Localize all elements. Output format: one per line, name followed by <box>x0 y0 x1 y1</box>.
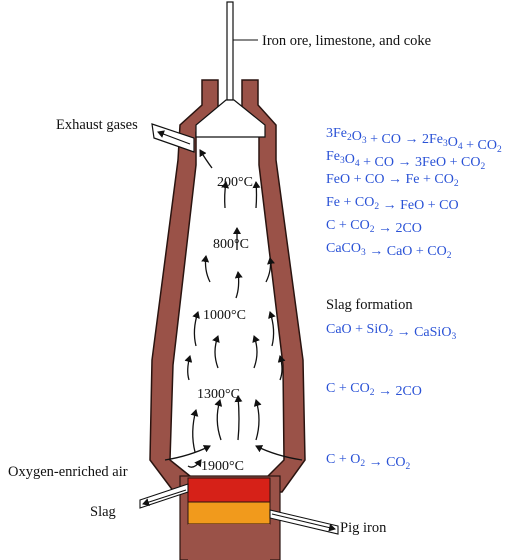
reaction-equation: Fe + CO2 → FeO + CO <box>326 195 459 213</box>
reaction-equation: C + O2 → CO2 <box>326 452 411 472</box>
temp-label-1000: 1000°C <box>203 308 246 323</box>
gas-flow-arrows <box>164 149 303 468</box>
temp-label-1300: 1300°C <box>197 387 240 402</box>
pig-iron-tap-arrow <box>271 513 336 532</box>
furnace-right-wall <box>241 79 306 493</box>
reaction-equation: 3Fe2O3 + CO → 2Fe3O4 + CO2 <box>326 126 502 155</box>
exhaust-gases-label: Exhaust gases <box>56 117 138 133</box>
exhaust-arrow <box>157 130 191 145</box>
slag-reaction: CaO + SiO2 → CaSiO3 <box>326 322 456 342</box>
pig-iron-label: Pig iron <box>340 520 387 536</box>
reaction-equation: Fe3O4 + CO → 3FeO + CO2 <box>326 149 485 172</box>
temp-label-800: 800°C <box>213 237 249 252</box>
slag-tap-arrow <box>142 489 187 506</box>
reaction-equation: CaO + SiO2 → CaSiO3 <box>326 322 456 342</box>
temp-label-200: 200°C <box>217 175 253 190</box>
reaction-equation: C + CO2 → 2CO <box>326 381 422 399</box>
feed-label: Iron ore, limestone, and coke <box>262 33 431 49</box>
slag-tap-pipe <box>139 483 189 509</box>
middle-reaction: C + CO2 → 2CO <box>326 381 422 399</box>
pig-iron-layer <box>187 501 271 525</box>
feed-pipe <box>226 1 234 101</box>
reaction-equation: CaCO3 → CaO + CO2 <box>326 241 452 261</box>
oxygen-air-label: Oxygen-enriched air <box>8 464 128 480</box>
slag-label: Slag <box>90 504 116 520</box>
hearth-floor <box>188 524 270 560</box>
temp-label-1900: 1900°C <box>201 459 244 474</box>
bottom-reaction: C + O2 → CO2 <box>326 452 411 472</box>
feed-hopper <box>195 99 266 138</box>
slag-layer <box>187 477 271 503</box>
reaction-equation: C + CO2 → 2CO <box>326 218 422 236</box>
reaction-equation: FeO + CO → Fe + CO2 <box>326 172 459 189</box>
slag-formation-label: Slag formation <box>326 297 413 313</box>
